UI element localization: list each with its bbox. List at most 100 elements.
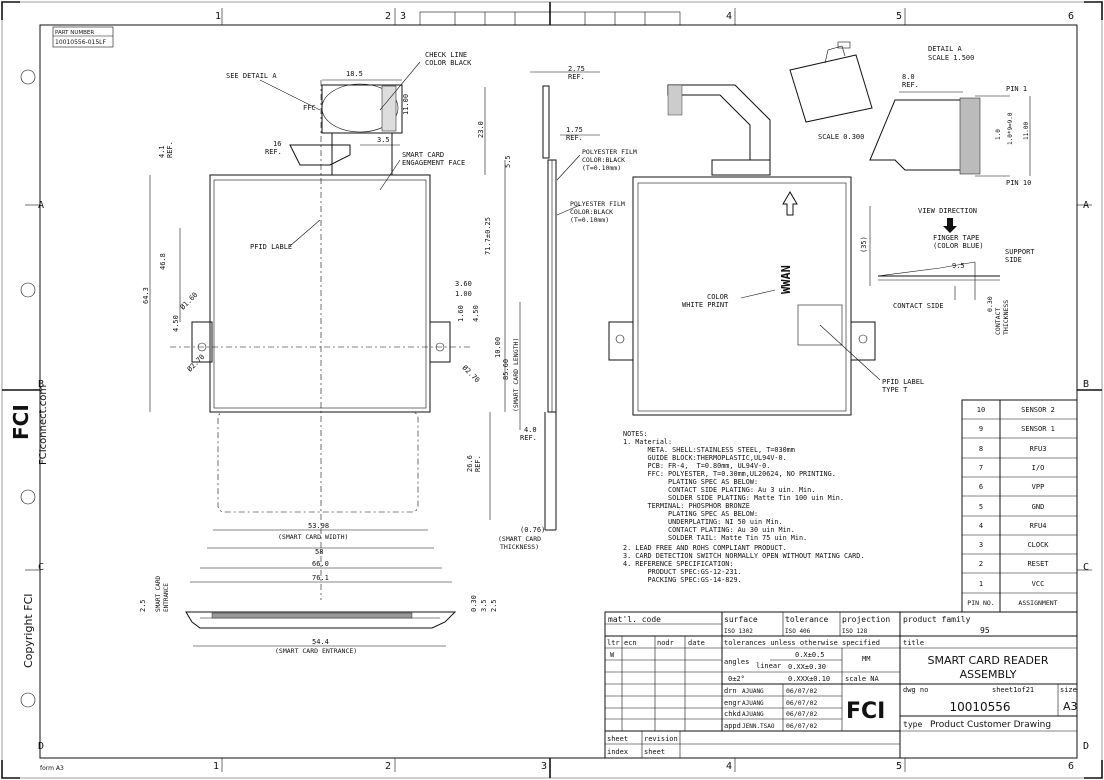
pin-table-cell: I/O xyxy=(1032,464,1045,472)
note-line: PACKING SPEC:GS-14-829. xyxy=(623,576,742,584)
engr-date: 06/07/02 xyxy=(786,699,817,707)
date-header: date xyxy=(688,639,705,647)
engagement-label-2: ENGAGEMENT FACE xyxy=(402,159,465,167)
dwg-no-label: dwg no xyxy=(903,686,928,694)
entrance-side-2: ENTRANCE xyxy=(163,583,170,612)
dim-0-30-bottom: 0.30 xyxy=(470,595,478,612)
chkd-label: chkd xyxy=(724,710,741,718)
dim-0-30-detail: 0.30 xyxy=(986,296,994,312)
tolerance-label: tolerance xyxy=(785,615,829,624)
pin-table-cell: SENSOR 2 xyxy=(1021,406,1055,414)
angles-value: 0±2° xyxy=(728,675,745,683)
support-side-2: SIDE xyxy=(1005,256,1022,264)
note-line: PLATING SPEC AS BELOW: xyxy=(623,478,758,486)
note-line: FFC: POLYESTER, T=0.30mm,UL20624, NO PRI… xyxy=(623,470,836,478)
ltr-header: ltr xyxy=(607,639,620,647)
zone-left-c: C xyxy=(38,562,44,573)
finger-tape-label-1: FINGER TAPE xyxy=(933,234,979,242)
zone-labels: 1 2 3 4 5 6 1 2 3 4 5 6 A B C D A B C D … xyxy=(38,11,1089,772)
dim-4-50-right: 4.50 xyxy=(472,305,480,322)
drn-name: AJUANG xyxy=(742,688,764,695)
zone-right-b: B xyxy=(1083,379,1089,390)
pin-table-cell: 9 xyxy=(979,425,983,433)
projection-value: ISO 128 xyxy=(842,628,868,635)
ffc-label: FFC xyxy=(303,104,316,112)
pin-table-header: ASSIGNMENT xyxy=(1018,599,1057,607)
detail-a-view: DETAIL A SCALE 1.500 8.0 REF. PIN 1 PIN … xyxy=(869,45,1035,335)
dim-71-7: 71.7±0.25 xyxy=(484,217,492,255)
note-line: NOTES: xyxy=(623,430,648,438)
color-label-2: WHITE PRINT xyxy=(682,301,729,309)
iso-scale-label: SCALE 0.300 xyxy=(818,133,864,141)
color-label-1: COLOR xyxy=(707,293,729,301)
dim-53-98: 53.98 xyxy=(308,522,329,530)
scale-label: scale NA xyxy=(845,675,880,683)
zone-bottom-6: 6 xyxy=(1068,761,1074,772)
dim-58: 58 xyxy=(315,548,323,556)
units-mm: MM xyxy=(862,655,870,663)
see-detail-label: SEE DETAIL A xyxy=(226,72,277,80)
thickness-label-1: (SMART CARD xyxy=(498,535,541,543)
pin-assignment-table: 10 SENSOR 2 9 SENSOR 1 8 RFU3 7 I/O 6 VP… xyxy=(961,399,1078,613)
dim-76-1: 76.1 xyxy=(312,574,329,582)
support-side-1: SUPPORT xyxy=(1005,248,1035,256)
note-line: SOLDER SIDE PLATING: Matte Tin 100 uin M… xyxy=(623,494,844,502)
thickness-label-2: THICKNESS) xyxy=(500,543,539,551)
pin-table-cell: RESET xyxy=(1027,560,1049,568)
chkd-date: 06/07/02 xyxy=(786,710,817,718)
sheet-label-2: sheet xyxy=(644,748,665,756)
pin-table-cell: 6 xyxy=(979,483,983,491)
side-branding: FCI FCIconnect.com Copyright FCI xyxy=(9,385,49,668)
linear-label: linear xyxy=(756,662,781,670)
dim-16: 16 xyxy=(273,140,281,148)
tolerance-0xxx: 0.XXX±0.10 xyxy=(788,675,830,683)
fci-logo: FCI xyxy=(846,699,885,724)
angles-label: angles xyxy=(724,658,749,666)
ecn-header: ecn xyxy=(624,639,637,647)
zone-bottom-3: 3 xyxy=(541,761,547,772)
projection-label: projection xyxy=(842,615,890,624)
zone-right-a: A xyxy=(1083,200,1089,211)
zone-bottom-1: 1 xyxy=(213,761,219,772)
note-line: UNDERPLATING: NI 50 uin Min. xyxy=(623,518,783,526)
note-line: 4. REFERENCE SPECIFICATION: xyxy=(623,560,734,568)
smart-card-width-label: (SMART CARD WIDTH) xyxy=(278,533,348,541)
dim-0-76: (0.76) xyxy=(520,526,545,534)
dim-10-00: 10.00 xyxy=(494,337,502,358)
note-line: CONTACT PLATING: Au 30 uin Min. xyxy=(623,526,795,534)
drn-date: 06/07/02 xyxy=(786,687,817,695)
drawing-number: 10010556 xyxy=(949,700,1010,714)
tolerances-unless: tolerances unless otherwise specified xyxy=(724,639,880,647)
dim-4-1: 4.1 xyxy=(158,145,166,158)
dim-54-4: 54.4 xyxy=(312,638,329,646)
title-label: title xyxy=(903,639,924,647)
pin-table-cell: RFU3 xyxy=(1030,445,1047,453)
detail-title: DETAIL A xyxy=(928,45,963,53)
pin-table-cell: 2 xyxy=(979,560,983,568)
tolerance-0xx: 0.XX±0.30 xyxy=(788,663,826,671)
pin-table-cell: 10 xyxy=(977,406,985,414)
part-number-label: PART NUMBER xyxy=(55,30,94,36)
zone-top-6: 6 xyxy=(1068,11,1074,22)
part-number-value: 10010556-015LF xyxy=(55,39,106,46)
dim-3-5-bottom: 3.5 xyxy=(480,599,488,612)
revision-label: revision xyxy=(644,735,678,743)
dim-dia-1-60: Ø1.60 xyxy=(179,291,200,312)
note-line: PCB: FR-4, T=0.80mm, UL94V-0. xyxy=(623,462,770,470)
zone-left-d: D xyxy=(38,741,44,752)
engr-label: engr xyxy=(724,699,741,707)
dim-5-5: 5.5 xyxy=(504,155,512,168)
contact-thickness-2: THICKNESS xyxy=(1002,300,1010,335)
note-line: SOLDER TAIL: Matte Tin 75 uin Min. xyxy=(623,534,807,542)
zone-top-5: 5 xyxy=(896,11,902,22)
pin-table-cell: 7 xyxy=(979,464,983,472)
chkd-name: AJUANG xyxy=(742,711,764,718)
smart-card-length-label: (SMART CARD LENGTH) xyxy=(512,338,520,412)
dim-dia-2-70-left: Ø2.70 xyxy=(186,353,207,374)
zone-top-3: 3 xyxy=(400,11,406,22)
pin-table-cell: 4 xyxy=(979,522,983,530)
dim-11-00: 11.00 xyxy=(402,94,410,115)
film-top-1: POLYESTER FILM xyxy=(582,148,637,156)
dim-66-0: 66.0 xyxy=(312,560,329,568)
